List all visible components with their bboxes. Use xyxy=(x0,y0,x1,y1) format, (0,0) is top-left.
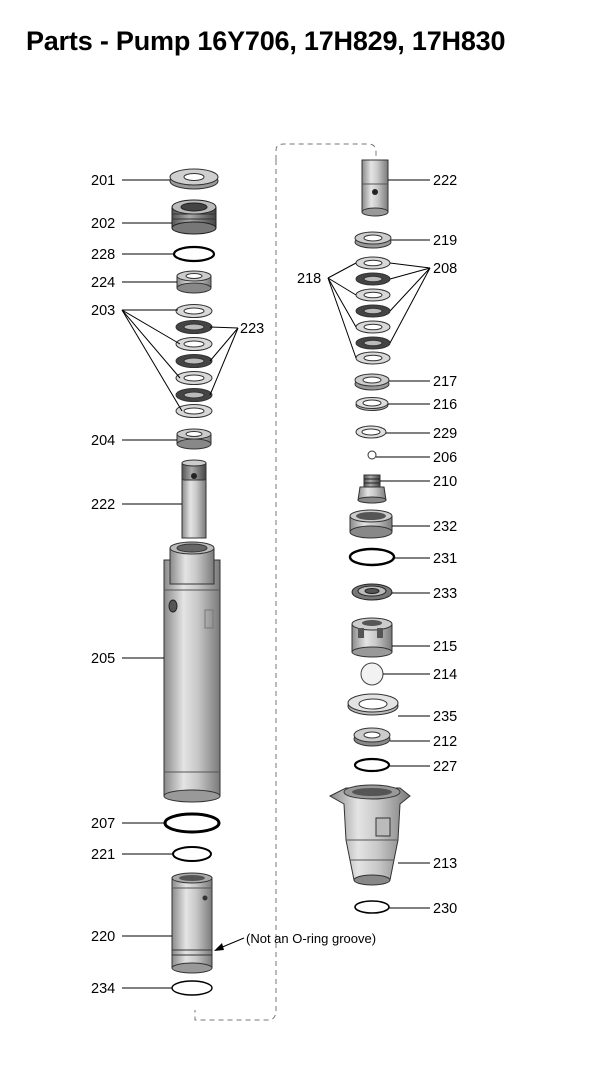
part-203-223-packing-stack xyxy=(175,304,213,418)
part-222-rod-left xyxy=(181,459,207,539)
leader-lines xyxy=(121,179,431,989)
part-222-rod-right xyxy=(361,159,389,217)
part-207-o-ring xyxy=(163,812,221,834)
assembly-dashed-outline xyxy=(194,143,377,1021)
part-219-gland xyxy=(354,231,392,249)
label-204: 204 xyxy=(91,433,115,449)
label-234: 234 xyxy=(91,981,115,997)
part-206-ball xyxy=(367,450,377,460)
label-215: 215 xyxy=(433,639,457,655)
label-227: 227 xyxy=(433,759,457,775)
label-233: 233 xyxy=(433,586,457,602)
part-216-washer xyxy=(355,397,389,411)
part-221-o-ring xyxy=(172,846,212,862)
label-205: 205 xyxy=(91,651,115,667)
part-229-washer xyxy=(355,425,387,439)
note-not-o-ring-groove: (Not an O-ring groove) xyxy=(246,931,376,946)
label-210: 210 xyxy=(433,474,457,490)
label-217: 217 xyxy=(433,374,457,390)
part-215-cage xyxy=(351,617,393,658)
label-203: 203 xyxy=(91,303,115,319)
part-201-nut xyxy=(169,168,219,190)
part-202-packing-nut xyxy=(171,199,217,235)
label-201: 201 xyxy=(91,173,115,189)
page-title: Parts - Pump 16Y706, 17H829, 17H830 xyxy=(26,26,506,56)
part-204-male-gland xyxy=(176,428,212,450)
label-208: 208 xyxy=(433,261,457,277)
part-231-o-ring xyxy=(348,547,396,567)
label-229: 229 xyxy=(433,426,457,442)
label-230: 230 xyxy=(433,901,457,917)
part-230-o-ring xyxy=(354,900,390,914)
label-228: 228 xyxy=(91,247,115,263)
label-220: 220 xyxy=(91,929,115,945)
part-218-208-packing-stack xyxy=(355,256,391,365)
part-212-seat xyxy=(353,727,391,747)
part-205-cylinder xyxy=(163,541,221,803)
label-216: 216 xyxy=(433,397,457,413)
part-labels: 201 202 228 224 203 223 204 222 205 207 … xyxy=(91,173,457,997)
part-217-gland xyxy=(354,373,390,391)
label-202: 202 xyxy=(91,216,115,232)
label-207: 207 xyxy=(91,816,115,832)
part-210-valve xyxy=(357,474,387,504)
part-220-sleeve xyxy=(171,872,213,974)
part-233-seat xyxy=(351,583,393,601)
label-206: 206 xyxy=(433,450,457,466)
part-224-gland xyxy=(176,270,212,294)
label-213: 213 xyxy=(433,856,457,872)
part-235-seat xyxy=(347,693,399,716)
part-228-o-ring xyxy=(172,245,216,263)
label-214: 214 xyxy=(433,667,457,683)
part-227-o-ring xyxy=(353,757,391,773)
part-232-housing xyxy=(349,509,393,539)
part-214-ball xyxy=(360,662,384,686)
label-219: 219 xyxy=(433,233,457,249)
label-224: 224 xyxy=(91,275,115,291)
label-221: 221 xyxy=(91,847,115,863)
label-235: 235 xyxy=(433,709,457,725)
label-231: 231 xyxy=(433,551,457,567)
label-223: 223 xyxy=(240,321,264,337)
part-234-o-ring xyxy=(171,980,213,996)
part-213-intake-housing xyxy=(328,784,411,886)
label-232: 232 xyxy=(433,519,457,535)
label-218: 218 xyxy=(297,271,321,287)
label-222-left: 222 xyxy=(91,497,115,513)
label-222-right: 222 xyxy=(433,173,457,189)
label-212: 212 xyxy=(433,734,457,750)
